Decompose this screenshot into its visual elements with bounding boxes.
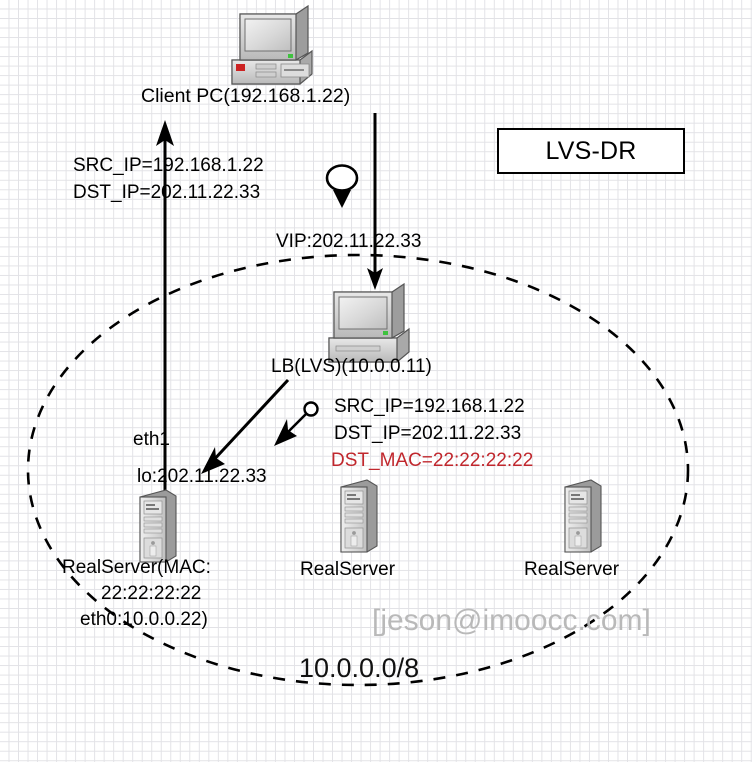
forward-packet-dst-mac-label: DST_MAC=22:22:22:22 (331, 450, 534, 471)
lvs-dr-title-text: LVS-DR (545, 136, 637, 165)
server-tower-icon-realserver2 (340, 479, 378, 553)
realserver3-label: RealServer (524, 559, 620, 580)
realserver1-eth1-label: eth1 (133, 429, 170, 450)
packet-balloon-marker (325, 164, 359, 192)
desktop-pc-icon-lb (328, 282, 410, 363)
realserver1-lo-label: lo:202.11.22.33 (137, 466, 267, 487)
realserver1-label-line1: RealServer(MAC: (62, 557, 211, 578)
arrowhead-realserver-to-client (156, 120, 174, 146)
desktop-pc-icon-client (231, 4, 313, 85)
load-balancer-label: LB(LVS)(10.0.0.11) (271, 356, 432, 377)
server-tower-icon-realserver1 (139, 489, 177, 563)
vip-label: VIP:202.11.22.33 (276, 231, 422, 252)
response-packet-dst-ip-label: DST_IP=202.11.22.33 (73, 182, 261, 203)
realserver1-label-line3: eth0:10.0.0.22) (80, 609, 208, 630)
lvs-dr-title-box: LVS-DR (497, 128, 685, 174)
packet-balloon-pointer (333, 190, 351, 208)
subnet-cidr-label: 10.0.0.0/8 (299, 653, 420, 683)
forward-packet-dst-ip-label: DST_IP=202.11.22.33 (334, 423, 522, 444)
arrowhead-client-to-lb (367, 268, 383, 290)
realserver1-label-line2: 22:22:22:22 (101, 583, 202, 604)
connector-lb-to-realserver (208, 378, 290, 466)
callout-anchor-circle (303, 401, 319, 417)
forward-packet-src-ip-label: SRC_IP=192.168.1.22 (334, 396, 525, 417)
callout-leader-arrowhead (274, 419, 297, 446)
client-pc-label: Client PC(192.168.1.22) (141, 85, 351, 107)
callout-leader-line (283, 413, 307, 437)
watermark-text: [jeson@imoocc.com] (372, 604, 651, 637)
response-packet-src-ip-label: SRC_IP=192.168.1.22 (73, 155, 264, 176)
server-tower-icon-realserver3 (564, 479, 602, 553)
realserver2-label: RealServer (300, 559, 396, 580)
